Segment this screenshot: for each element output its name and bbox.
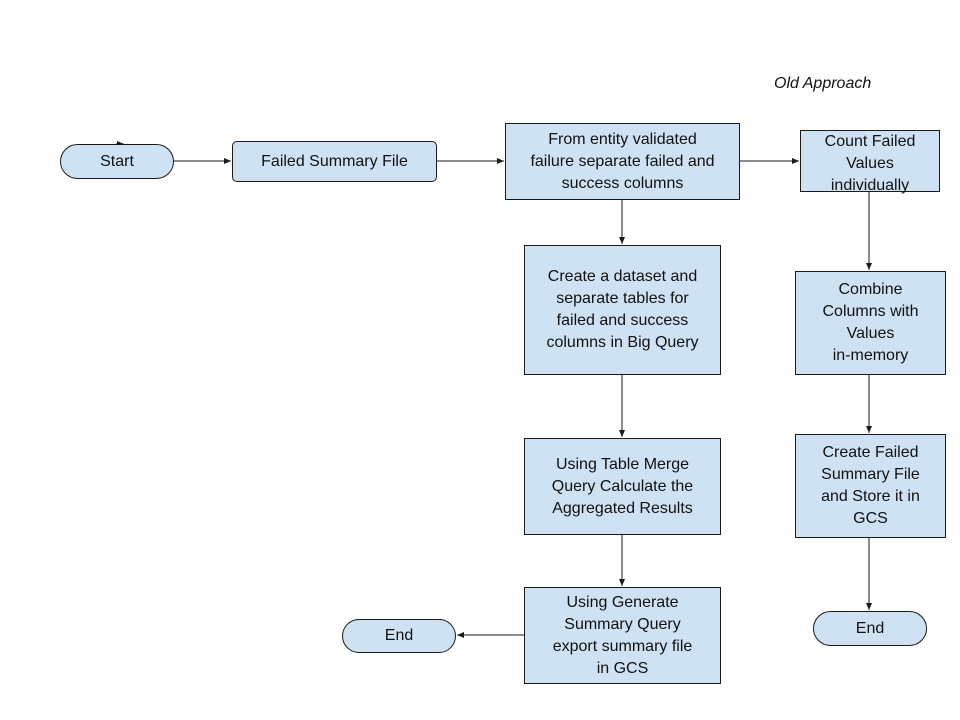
end-node-right[interactable]: End	[813, 611, 927, 646]
end-node-left[interactable]: End	[342, 619, 456, 653]
approach-label: Old Approach	[774, 75, 872, 92]
failed-summary-file-node[interactable]: Failed Summary File	[232, 141, 437, 182]
create-failed-summary-node[interactable]: Create Failed Summary File and Store it …	[795, 434, 946, 538]
create-dataset-node[interactable]: Create a dataset and separate tables for…	[524, 245, 721, 375]
start-node[interactable]: Start	[60, 144, 174, 179]
generate-summary-node[interactable]: Using Generate Summary Query export summ…	[524, 587, 721, 684]
separate-columns-node[interactable]: From entity validated failure separate f…	[505, 123, 740, 200]
combine-columns-node[interactable]: Combine Columns with Values in-memory	[795, 271, 946, 375]
table-merge-node[interactable]: Using Table Merge Query Calculate the Ag…	[524, 438, 721, 535]
count-failed-values-node[interactable]: Count Failed Values individually	[800, 130, 940, 194]
